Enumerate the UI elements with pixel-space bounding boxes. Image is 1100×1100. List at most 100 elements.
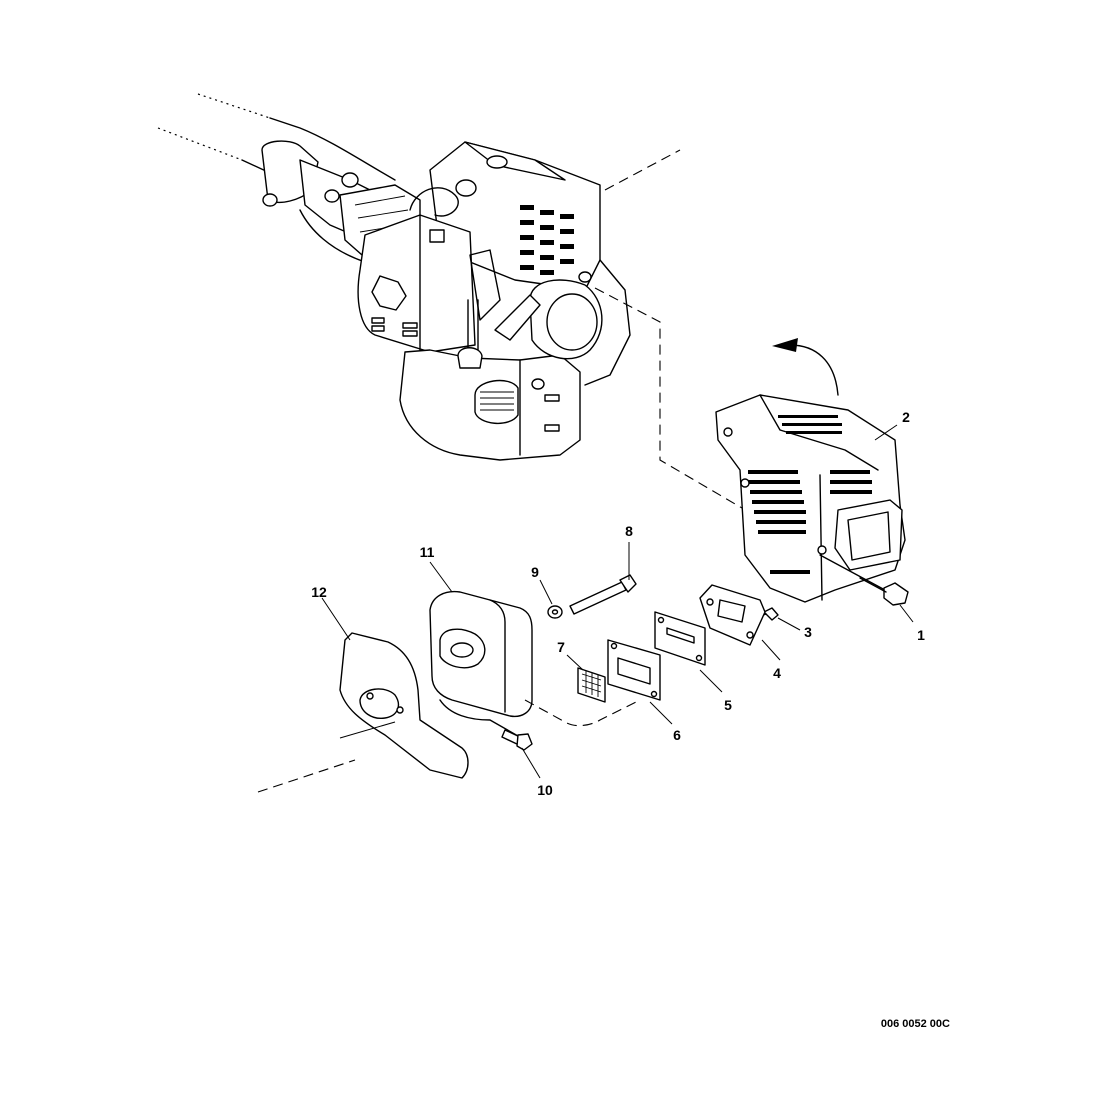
cover-grille — [748, 415, 872, 574]
fuel-cap-grip — [480, 391, 514, 411]
leader-12a — [321, 597, 351, 641]
screw-3-head — [763, 607, 779, 621]
leader-3 — [777, 617, 801, 631]
housing-bolt — [578, 271, 592, 283]
muffler-11-hose — [439, 699, 526, 741]
leader-6 — [649, 701, 673, 725]
starter-handle — [494, 294, 541, 341]
rotation-arrowhead — [772, 338, 798, 352]
engine-assembly — [157, 93, 801, 543]
leader-12b — [339, 721, 396, 739]
gasket-5-hole-2 — [695, 654, 703, 662]
cover-edges — [759, 394, 879, 601]
callout-12: 12 — [311, 584, 327, 600]
muffler-part-11 — [429, 590, 533, 741]
muffler-cover — [715, 338, 906, 603]
shaft-top-edge — [269, 117, 396, 181]
cover-mount-hole — [723, 427, 733, 437]
callout-2: 2 — [902, 409, 910, 425]
washer-9-inner — [551, 609, 559, 615]
gasket-6-window — [617, 657, 651, 685]
plate-4-hole — [706, 598, 714, 606]
mount-line-cover — [594, 287, 801, 543]
callout-7: 7 — [557, 639, 565, 655]
air-filter-knob — [371, 275, 407, 311]
housing-slots-lower — [544, 394, 560, 432]
primer-bulb — [457, 347, 483, 369]
shaft-bottom-edge — [241, 159, 269, 173]
leader-1 — [899, 604, 914, 623]
bolt-10-head — [516, 733, 533, 751]
exhaust-path-line — [524, 699, 641, 727]
muffler-plate-part-4 — [699, 584, 766, 646]
muffler-11-seam — [489, 599, 506, 713]
callout-11: 11 — [420, 544, 435, 560]
shroud-cooling-slots — [520, 205, 574, 275]
gasket-5-slot — [666, 627, 695, 644]
leader-11 — [429, 561, 453, 593]
cover-outlet — [834, 499, 903, 571]
spark-plug-opening — [486, 155, 508, 169]
shield-12-hole-2 — [396, 706, 404, 714]
screw-1-axis — [819, 554, 886, 591]
muffler-11-port — [450, 642, 474, 658]
handle-bolt — [341, 172, 359, 188]
callout-labels: 2 1 3 4 5 6 7 8 9 10 11 12 — [311, 409, 925, 798]
leader-9 — [539, 579, 553, 605]
callout-8: 8 — [625, 523, 633, 539]
cover-mount-hole-2 — [740, 478, 750, 488]
plate-4-window — [717, 599, 746, 623]
screen-7-body — [577, 667, 606, 703]
gasket-6-hole-2 — [650, 690, 658, 698]
leader-10 — [521, 747, 541, 779]
rotation-arrow-arc — [789, 344, 839, 396]
shaft-dotted-line-lower — [157, 127, 243, 161]
screen-7-mesh — [581, 671, 602, 697]
throttle-cable — [299, 209, 366, 263]
callout-3: 3 — [804, 624, 812, 640]
callout-10: 10 — [537, 782, 553, 798]
leader-7 — [566, 654, 584, 671]
gasket-6-hole — [610, 642, 618, 650]
spark-screen-part-7 — [577, 667, 606, 703]
callout-1: 1 — [917, 627, 925, 643]
leader-4 — [761, 639, 781, 661]
housing-bolt-2 — [531, 378, 545, 390]
choke-lever — [429, 229, 445, 243]
bolt-8-shank — [569, 581, 627, 615]
shaft-dotted-line-upper — [197, 93, 271, 119]
gasket-5-hole — [657, 616, 665, 624]
gasket-part-5 — [654, 611, 706, 666]
air-filter-cover — [357, 214, 476, 353]
bolt-part-10 — [501, 729, 533, 751]
outlet-opening — [847, 511, 891, 561]
screw-1-shank — [859, 577, 887, 593]
plate-4-hole-2 — [746, 631, 754, 639]
callout-6: 6 — [673, 727, 681, 743]
mount-line-top — [604, 149, 681, 191]
leader-lines — [321, 424, 914, 779]
handle-bolt-2 — [324, 189, 340, 203]
shield-mount-dash — [257, 759, 356, 793]
starter-cover — [546, 293, 598, 351]
clamp-bolt — [262, 193, 278, 207]
washer-part-9 — [547, 605, 563, 619]
leader-5 — [699, 669, 723, 693]
screw-1-head — [883, 582, 909, 606]
callout-5: 5 — [724, 697, 732, 713]
callout-9: 9 — [531, 564, 539, 580]
drawing-code: 006 0052 00C — [881, 1018, 950, 1030]
air-filter-vents — [371, 317, 418, 337]
cover-body — [715, 394, 906, 603]
leader-2 — [874, 424, 898, 441]
fuel-cap — [474, 379, 519, 424]
long-bolt-part-8 — [569, 574, 637, 615]
ignition-lead-loop — [409, 187, 459, 217]
spark-plug-boot — [455, 179, 477, 197]
gasket-part-6 — [607, 639, 661, 701]
callout-4: 4 — [773, 665, 781, 681]
cover-mount-hole-3 — [817, 545, 827, 555]
fuel-lines — [467, 299, 479, 356]
heat-shield-part-12 — [257, 632, 469, 793]
